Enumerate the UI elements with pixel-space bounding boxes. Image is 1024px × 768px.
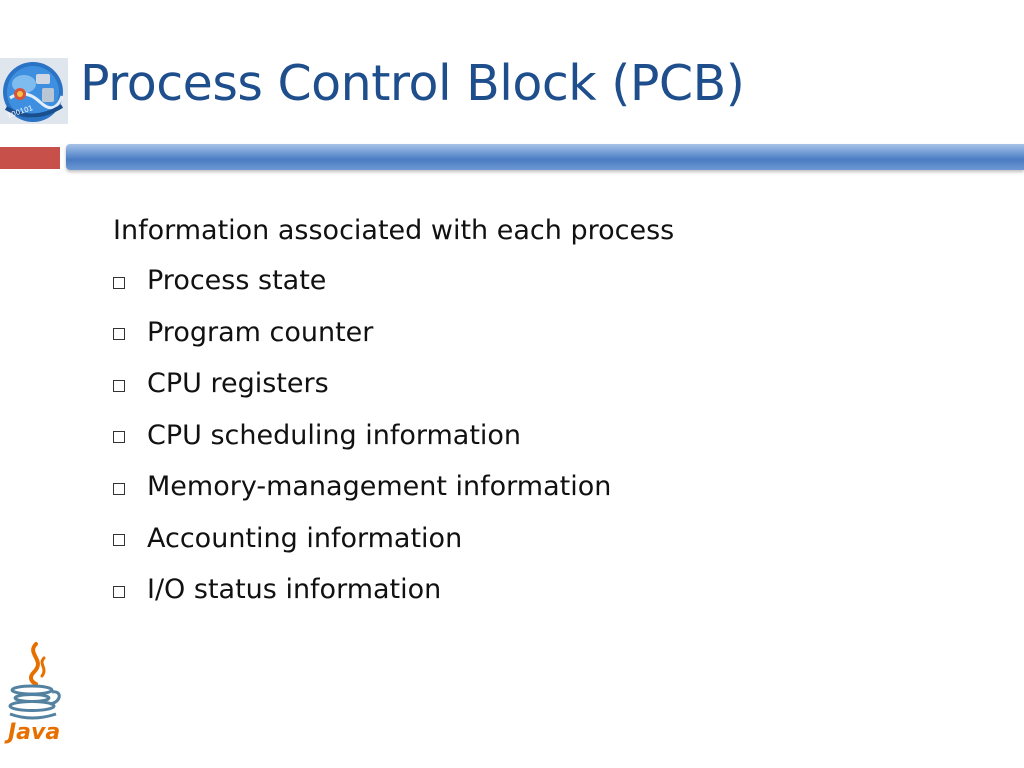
java-logo-text: Java <box>8 720 61 745</box>
bullet-item: I/O status information <box>113 564 993 616</box>
square-bullet-icon <box>113 534 125 547</box>
slide-title: Process Control Block (PCB) <box>80 55 745 112</box>
intro-text: Information associated with each process <box>113 215 675 246</box>
title-accent-blue-bar <box>66 144 1024 170</box>
square-bullet-icon <box>113 431 125 444</box>
bullet-text: CPU registers <box>147 368 329 400</box>
bullet-item: Process state <box>113 255 993 307</box>
bullet-list: Process state Program counter CPU regist… <box>113 255 993 616</box>
bullet-text: Program counter <box>147 316 374 348</box>
square-bullet-icon <box>113 276 125 289</box>
bullet-item: Memory-management information <box>113 461 993 513</box>
bullet-item: Accounting information <box>113 513 993 565</box>
bullet-item: CPU registers <box>113 358 993 410</box>
bullet-text: Process state <box>147 265 327 297</box>
square-bullet-icon <box>113 482 125 495</box>
bullet-text: Memory-management information <box>147 471 612 503</box>
title-accent-red-bar <box>0 147 60 169</box>
slide-content: Information associated with each process… <box>113 207 993 616</box>
bullet-text: I/O status information <box>147 574 442 606</box>
square-bullet-icon <box>113 379 125 392</box>
java-logo-icon: Java <box>2 640 66 752</box>
square-bullet-icon <box>113 585 125 598</box>
globe-logo-icon: 100101 <box>0 58 68 124</box>
square-bullet-icon <box>113 328 125 341</box>
bullet-text: Accounting information <box>147 522 463 554</box>
bullet-item: CPU scheduling information <box>113 410 993 462</box>
bullet-text: CPU scheduling information <box>147 419 522 451</box>
bullet-item: Program counter <box>113 307 993 359</box>
